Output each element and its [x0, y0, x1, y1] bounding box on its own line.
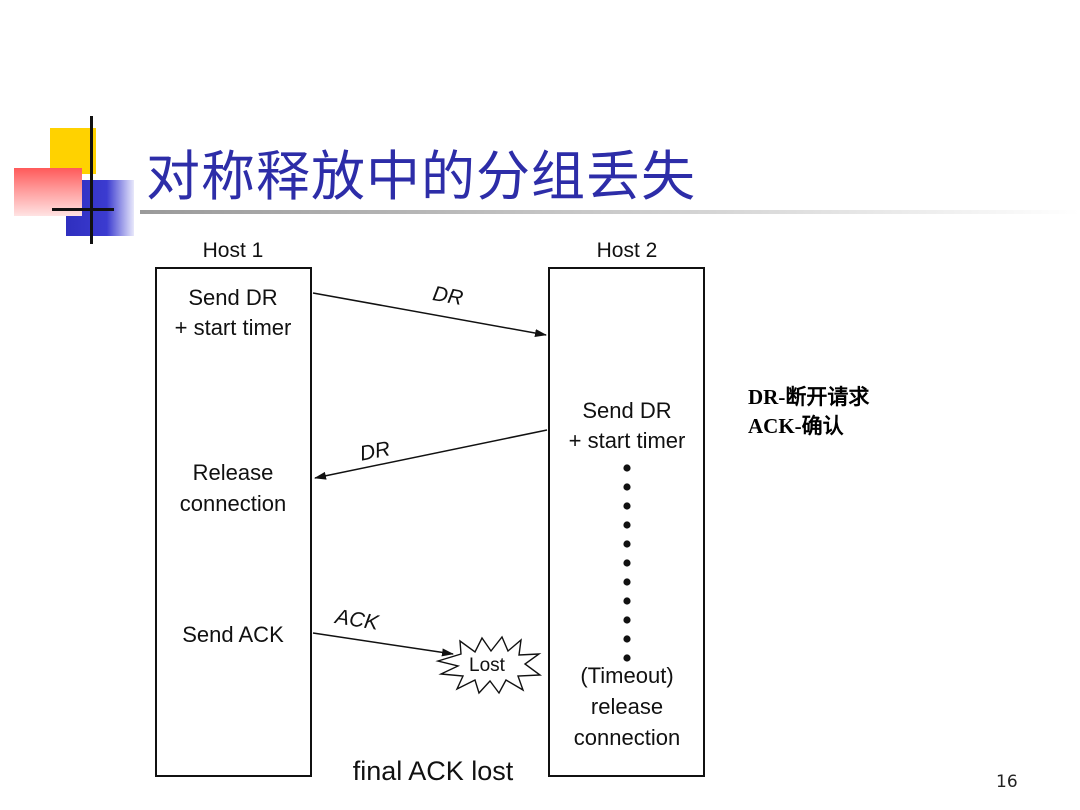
h1-connection: connection	[180, 491, 286, 516]
h1-send-ack: Send ACK	[182, 622, 284, 647]
host1-box	[155, 267, 312, 777]
host2-box	[548, 267, 705, 777]
ack-label: ACK	[332, 605, 381, 635]
legend-line-ack: ACK-确认	[748, 414, 844, 438]
h2-timeout: (Timeout)	[580, 663, 673, 688]
timer-dots	[623, 464, 631, 662]
lost-label: Lost	[469, 655, 506, 676]
decor-yellow-square	[50, 128, 96, 174]
dr-arrow-2	[314, 429, 548, 480]
page-number: 16	[996, 772, 1018, 792]
h2-release: release	[591, 694, 663, 719]
h2-send-dr: Send DR	[582, 398, 671, 423]
h1-send-dr: Send DR	[188, 285, 277, 310]
diagram-caption: final ACK lost	[353, 756, 514, 786]
decor-horizontal-line	[52, 208, 114, 211]
host2-label: Host 2	[597, 239, 658, 262]
legend-line-dr: DR-断开请求	[748, 385, 870, 409]
decor-vertical-line	[90, 116, 93, 244]
h1-start-timer: + start timer	[175, 315, 292, 340]
h2-connection: connection	[574, 725, 680, 750]
dr-arrow-1	[312, 292, 547, 337]
host1-label: Host 1	[203, 239, 264, 262]
dr-label-2: DR	[358, 437, 392, 465]
dr-label-1: DR	[431, 282, 465, 310]
h1-release: Release	[193, 460, 274, 485]
title-underline	[140, 210, 1080, 214]
page-title: 对称释放中的分组丢失	[146, 145, 696, 208]
legend: DR-断开请求 ACK-确认	[748, 383, 869, 441]
h2-start-timer: + start timer	[569, 428, 686, 453]
lost-burst	[435, 635, 543, 695]
ack-arrow	[312, 632, 454, 657]
